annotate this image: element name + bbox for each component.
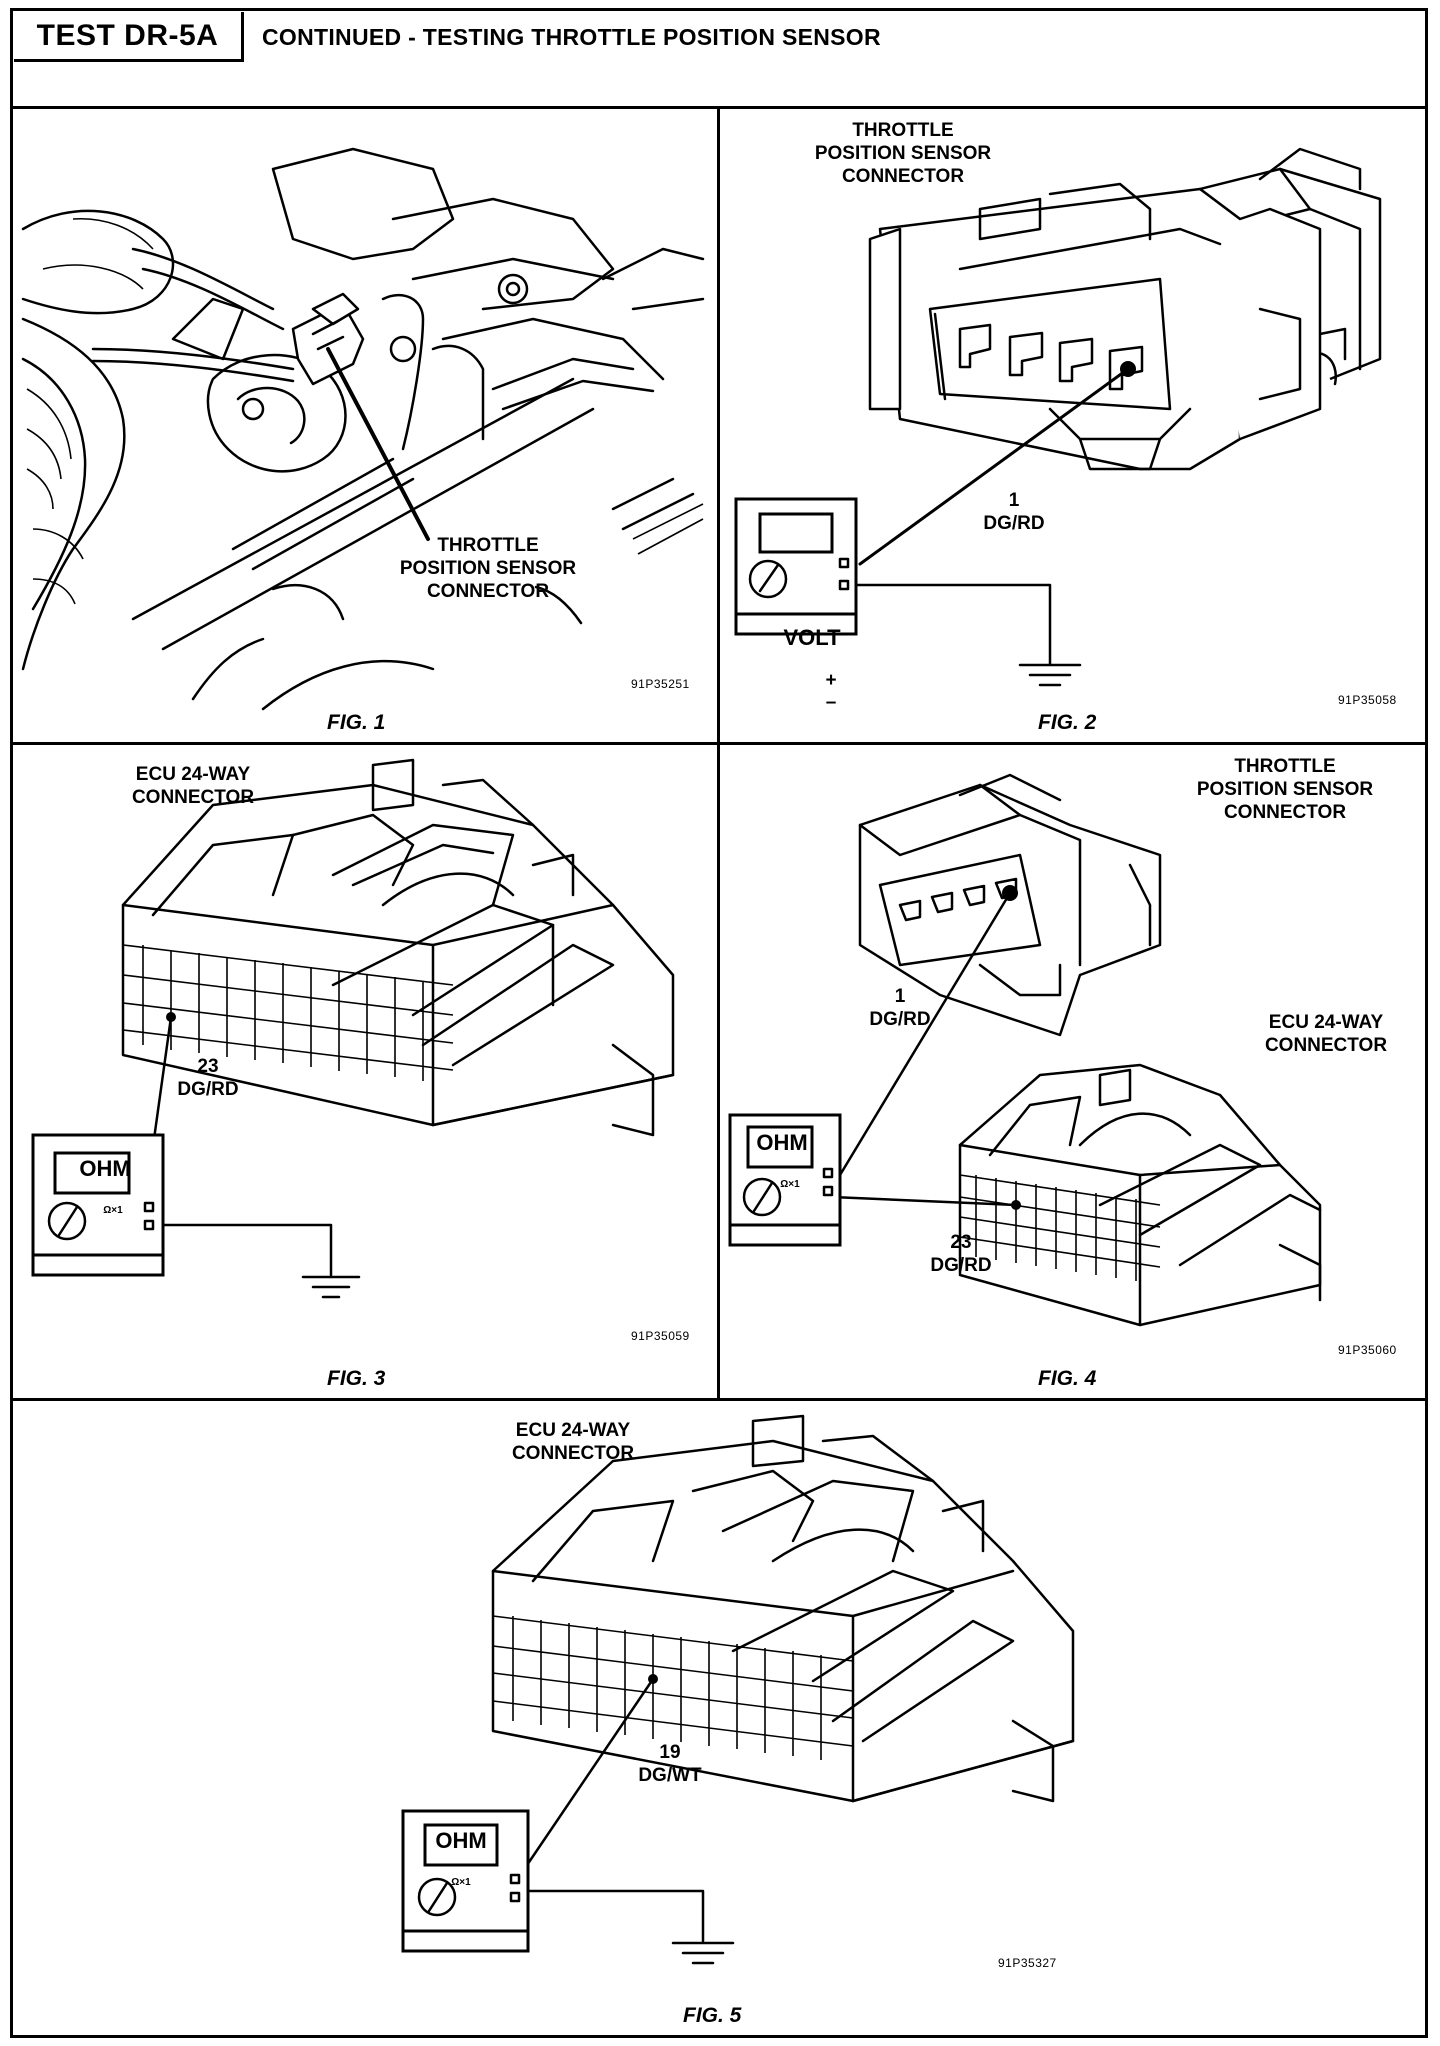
figure-code: 91P35060 [1338, 1343, 1397, 1357]
pin-label: 23 DG/RD [177, 1056, 239, 1100]
page-title: CONTINUED - TESTING THROTTLE POSITION SE… [262, 24, 881, 50]
meter-readout: OHM [756, 1130, 808, 1155]
figure-code: 91P35251 [631, 677, 690, 691]
range-label: Ω×1 [780, 1179, 800, 1190]
pin-23-label: 23 DG/RD [930, 1232, 992, 1276]
figure-caption: FIG. 3 [327, 1367, 386, 1390]
connector-label: THROTTLE POSITION SENSOR CONNECTOR [814, 120, 992, 187]
figure-code: 91P35327 [998, 1956, 1057, 1970]
tps-connector-drawing [734, 147, 1382, 687]
meter-readout: OHM [435, 1828, 487, 1853]
meter-readout: OHM [79, 1156, 131, 1181]
figure-caption: FIG. 2 [1038, 711, 1097, 734]
figure-3: OHM Ω×1 ECU 24-WAY CONNECTOR 23 DG/RD 91… [13, 745, 717, 1398]
range-label: Ω×1 [103, 1205, 123, 1216]
voltmeter [734, 497, 858, 636]
figure-2: VOLT VOLT + – THROTTLE POSITION SENSOR C… [720, 109, 1428, 742]
connector-label: ECU 24-WAY CONNECTOR [511, 1420, 635, 1464]
ohmmeter [401, 1809, 530, 1953]
figure-code: 91P35058 [1338, 693, 1397, 707]
connector-label: THROTTLE POSITION SENSOR CONNECTOR [399, 535, 577, 602]
figure-caption: FIG. 1 [327, 711, 386, 734]
page-frame [10, 8, 1428, 2038]
pin-1-label: 1 DG/RD [869, 986, 931, 1030]
pin-label: 19 DG/WT [638, 1742, 702, 1786]
ecu-connector-drawing [31, 758, 675, 1299]
connector-label: ECU 24-WAY CONNECTOR [131, 764, 255, 808]
figure-caption: FIG. 4 [1038, 1367, 1097, 1390]
ohmmeter [31, 1133, 165, 1277]
figure-1: THROTTLE POSITION SENSOR CONNECTOR 91P35… [13, 109, 717, 742]
meter-readout: VOLT [783, 625, 841, 650]
ohmmeter [728, 1113, 842, 1247]
cavity-grid [959, 1174, 1161, 1281]
cavity-grid [492, 1615, 854, 1760]
figure-caption: FIG. 5 [683, 2004, 742, 2027]
tps-and-ecu-connectors-drawing [728, 773, 1322, 1327]
pin-label: 1 DG/RD [983, 490, 1045, 534]
range-label: Ω×1 [451, 1877, 471, 1888]
divider [717, 106, 720, 1400]
test-id: TEST DR-5A [14, 12, 244, 62]
engine-bay-illustration [21, 147, 705, 711]
cavity-grid [122, 944, 454, 1081]
minus-terminal-label: – [825, 692, 837, 713]
figure-code: 91P35059 [631, 1329, 690, 1343]
figure-5: OHM Ω×1 ECU 24-WAY CONNECTOR 19 DG/WT 91… [13, 1401, 1428, 2038]
ecu-connector-drawing [401, 1414, 1075, 1965]
plus-terminal-label: + [825, 670, 837, 691]
ecu-connector-label: ECU 24-WAY CONNECTOR [1264, 1012, 1388, 1056]
figure-4: OHM Ω×1 THROTTLE POSITION SENSOR CONNECT… [720, 745, 1428, 1398]
tps-connector-label: THROTTLE POSITION SENSOR CONNECTOR [1196, 756, 1374, 823]
